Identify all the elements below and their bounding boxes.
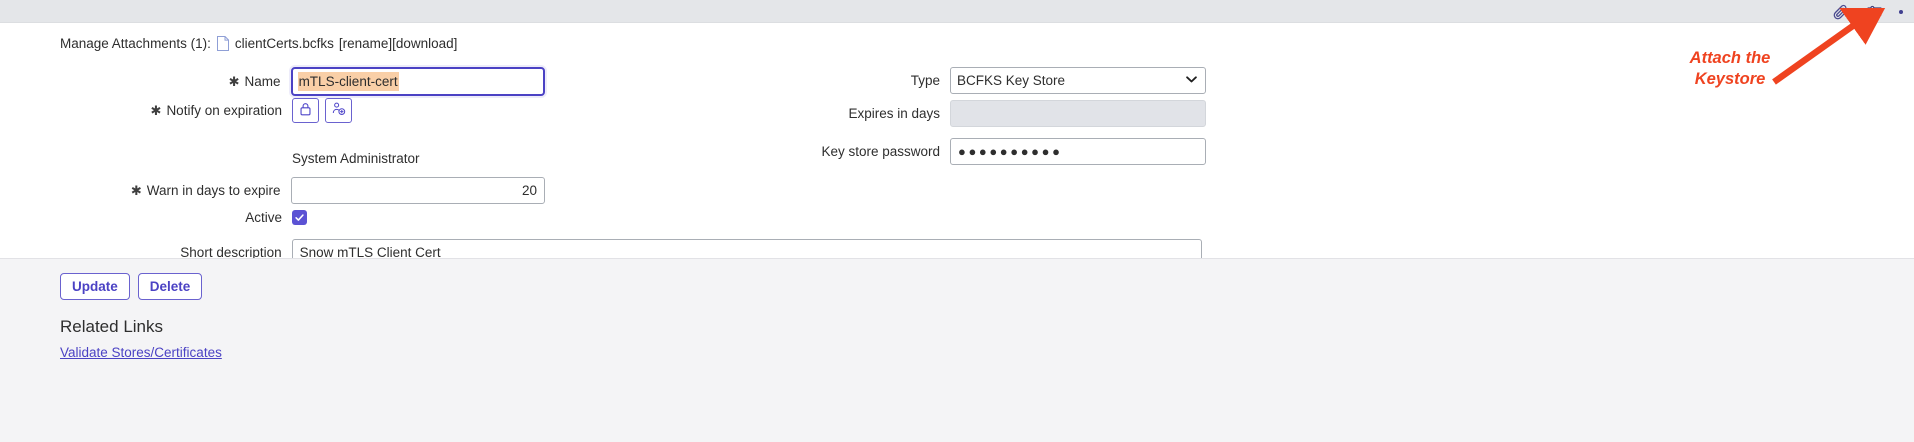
expires-in-days-label: Expires in days <box>848 106 940 121</box>
notify-on-expiration-value: System Administrator <box>292 151 420 166</box>
expires-in-days-label-wrap: Expires in days <box>760 106 950 121</box>
notify-on-expiration-value-row: System Administrator <box>60 151 545 166</box>
type-label-wrap: Type <box>760 73 950 88</box>
warn-days-label-wrap: ✱ Warn in days to expire <box>60 183 291 199</box>
name-input-value: mTLS-client-cert <box>297 72 399 91</box>
required-marker-icon: ✱ <box>150 102 162 118</box>
field-row-warn-in-days: ✱ Warn in days to expire 20 <box>60 177 545 204</box>
notify-label-wrap: ✱ Notify on expiration <box>60 103 292 119</box>
form-toolbar <box>0 0 1914 23</box>
related-links-title: Related Links <box>60 317 164 336</box>
more-options-dot-icon[interactable] <box>1898 2 1906 22</box>
key-store-password-input[interactable]: ●●●●●●●●●● <box>950 138 1206 165</box>
lock-icon <box>299 102 312 119</box>
key-store-password-label-wrap: Key store password <box>760 144 950 159</box>
key-store-password-label: Key store password <box>821 144 940 159</box>
name-label: Name <box>244 74 281 89</box>
notify-on-expiration-label: Notify on expiration <box>166 103 282 118</box>
active-label: Active <box>245 210 282 225</box>
field-row-active: Active <box>60 210 545 225</box>
field-row-notify-on-expiration: ✱ Notify on expiration <box>60 98 545 123</box>
field-row-name: ✱ Name mTLS-client-cert <box>60 67 545 96</box>
expires-in-days-input <box>950 100 1206 127</box>
name-input[interactable]: mTLS-client-cert <box>290 67 545 96</box>
manage-attachments-row: Manage Attachments (1): clientCerts.bcfk… <box>60 36 457 51</box>
update-button[interactable]: Update <box>60 273 130 300</box>
short-description-label: Short description <box>180 245 282 260</box>
name-label-wrap: ✱ Name <box>60 74 291 90</box>
warn-in-days-to-expire-value: 20 <box>521 183 537 198</box>
warn-in-days-to-expire-input[interactable]: 20 <box>290 177 545 204</box>
field-row-expires-in-days: Expires in days <box>760 100 1206 127</box>
field-row-type: Type BCFKS Key Store <box>760 67 1206 94</box>
active-checkbox[interactable] <box>292 210 307 225</box>
warn-in-days-to-expire-label: Warn in days to expire <box>146 183 281 198</box>
required-marker-icon: ✱ <box>228 73 240 89</box>
type-select[interactable]: BCFKS Key Store <box>950 67 1206 94</box>
related-link-validate-stores-certificates[interactable]: Validate Stores/Certificates <box>60 345 222 360</box>
type-select-wrap: BCFKS Key Store <box>950 67 1206 94</box>
attachment-actions[interactable]: [rename][download] <box>338 36 458 51</box>
action-button-bar: Update Delete <box>60 273 203 300</box>
type-label: Type <box>910 73 940 88</box>
short-description-value: Snow mTLS Client Cert <box>299 245 441 260</box>
active-label-wrap: Active <box>60 210 292 225</box>
required-marker-icon: ✱ <box>130 182 142 198</box>
delete-button[interactable]: Delete <box>137 273 203 300</box>
toolbar-icon-group <box>1830 0 1906 23</box>
lock-icon-button[interactable] <box>292 98 319 123</box>
document-icon <box>216 36 229 51</box>
key-store-password-value: ●●●●●●●●●● <box>958 144 1063 159</box>
certificate-form: Manage Attachments (1): clientCerts.bcfk… <box>0 23 1914 266</box>
personalize-sliders-icon[interactable] <box>1864 2 1884 22</box>
add-user-icon-button[interactable] <box>325 98 352 123</box>
attachment-file-name[interactable]: clientCerts.bcfks <box>234 36 334 51</box>
attachment-paperclip-icon[interactable] <box>1830 2 1850 22</box>
short-description-label-wrap: Short description <box>60 245 292 260</box>
add-user-icon <box>332 102 346 119</box>
manage-attachments-label: Manage Attachments (1): <box>60 36 211 51</box>
form-footer: Update Delete Related Links Validate Sto… <box>0 258 1914 442</box>
field-row-key-store-password: Key store password ●●●●●●●●●● <box>760 138 1206 165</box>
